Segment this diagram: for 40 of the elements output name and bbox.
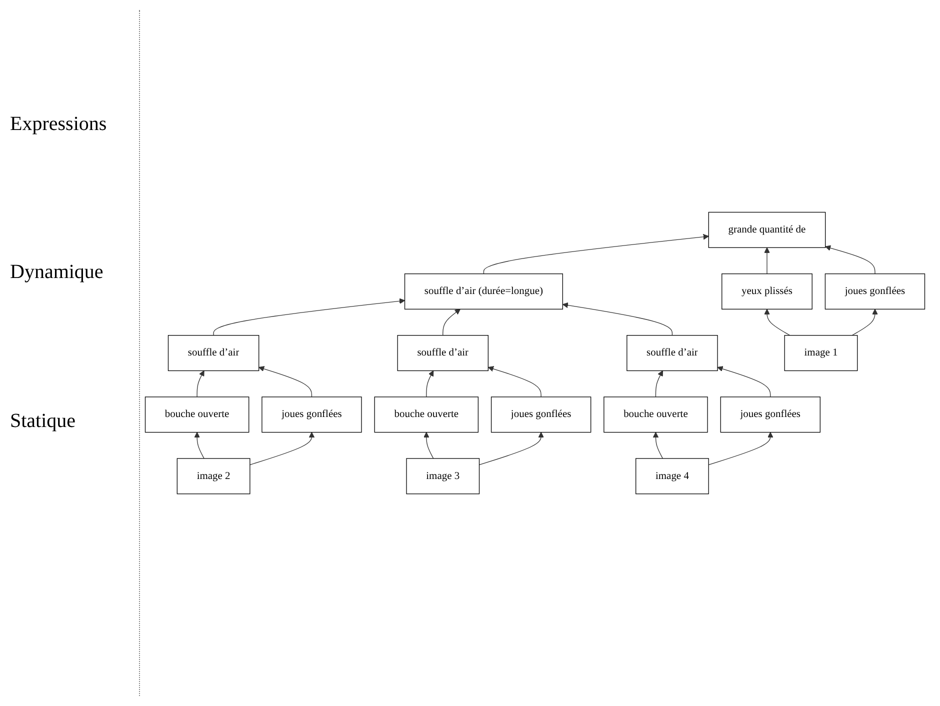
arrow — [708, 432, 774, 466]
arrow — [250, 432, 315, 466]
arrow — [655, 370, 663, 398]
arrow — [426, 370, 434, 398]
row-label: Dynamique — [10, 261, 104, 284]
node-box: bouche ouverte — [604, 396, 708, 433]
arrow — [764, 247, 770, 274]
node-box: souffle d’air — [626, 334, 718, 372]
row-label: Statique — [10, 410, 77, 434]
node-box: bouche ouverte — [144, 396, 250, 433]
arrow — [652, 432, 664, 459]
node-box: souffle d’air (durée=longue) — [404, 273, 563, 310]
row-label: Expressions — [10, 112, 108, 136]
node-box: image 2 — [176, 458, 250, 494]
arrow — [483, 234, 709, 274]
arrow — [213, 298, 406, 336]
node-box: joues gonflées — [490, 396, 592, 433]
arrow — [442, 308, 461, 336]
arrow — [717, 366, 771, 398]
arrow — [424, 432, 434, 459]
arrow — [562, 302, 673, 336]
arrow — [488, 366, 542, 398]
arrow — [825, 245, 876, 274]
node-box: joues gonflées — [720, 396, 820, 433]
node-box: joues gonflées — [262, 396, 362, 433]
node-box: souffle d’air — [397, 334, 488, 372]
arrow — [478, 432, 544, 466]
node-box: image 4 — [636, 458, 709, 494]
node-box: yeux plissés — [722, 273, 812, 310]
node-box: souffle d’air — [168, 334, 260, 372]
node-box: joues gonflées — [824, 273, 926, 310]
arrow — [196, 370, 204, 398]
node-box: image 3 — [406, 458, 480, 494]
node-box: image 1 — [784, 334, 858, 372]
arrow — [194, 432, 204, 459]
arrow — [852, 308, 878, 336]
arrow — [764, 308, 790, 336]
node-box: bouche ouverte — [374, 396, 479, 433]
arrow — [258, 366, 312, 398]
node-box: grande quantité de — [708, 212, 826, 248]
